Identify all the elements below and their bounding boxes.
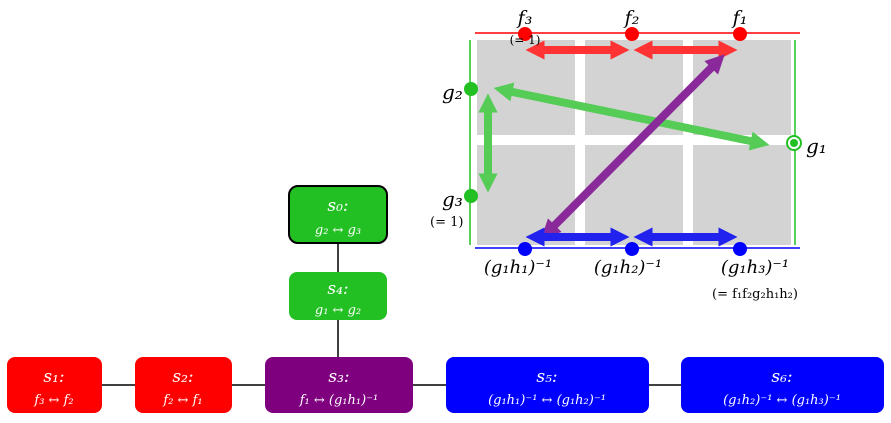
box-s2-title: s₂: (172, 367, 193, 387)
box-s0: s₀: g₂ ↔ g₃ (288, 185, 388, 244)
box-s0-title: s₀: (327, 196, 348, 216)
box-s2: s₂: f₂ ↔ f₁ (135, 357, 232, 413)
label-gh2: (g₁h₂)⁻¹ (594, 257, 662, 278)
box-s5-title: s₅: (536, 367, 557, 387)
box-s4: s₄: g₁ ↔ g₂ (289, 272, 387, 320)
label-f3: f₃ (516, 7, 533, 29)
label-gh3: (g₁h₃)⁻¹ (721, 257, 789, 278)
box-s6-rel: (g₁h₂)⁻¹ ↔ (g₁h₃)⁻¹ (723, 393, 841, 408)
node-f3 (518, 27, 532, 41)
label-f1: f₁ (731, 7, 748, 29)
box-s3-title: s₃: (328, 367, 349, 387)
node-g2 (464, 82, 478, 96)
box-s6: s₆: (g₁h₂)⁻¹ ↔ (g₁h₃)⁻¹ (681, 357, 884, 413)
label-gh3-note: (= f₁f₂g₂h₁h₂) (712, 287, 798, 302)
arrows (478, 40, 770, 247)
node-g1 (790, 139, 798, 147)
box-s4-rel: g₁ ↔ g₂ (315, 303, 361, 318)
label-f2: f₂ (623, 7, 640, 29)
label-g3-note: (= 1) (430, 215, 463, 230)
box-s1-rel: f₃ ↔ f₂ (33, 393, 73, 408)
label-gh1: (g₁h₁)⁻¹ (484, 257, 552, 278)
node-gh1 (518, 242, 532, 256)
box-s3: s₃: f₁ ↔ (g₁h₁)⁻¹ (265, 357, 413, 413)
label-g1: g₁ (806, 134, 827, 158)
nodes (464, 27, 802, 256)
node-f1 (733, 27, 747, 41)
node-gh2 (625, 242, 639, 256)
box-s0-rel: g₂ ↔ g₃ (315, 223, 361, 238)
box-s5: s₅: (g₁h₁)⁻¹ ↔ (g₁h₂)⁻¹ (446, 357, 649, 413)
arrow-f1-gh1 (541, 54, 725, 239)
label-f3-note: (= 1) (510, 33, 541, 47)
node-labels: f₃ (= 1) f₂ f₁ g₂ g₁ g₃ (= 1) (g₁h₁)⁻¹ (… (430, 7, 827, 302)
node-gh3 (733, 242, 747, 256)
tree-connectors (102, 243, 681, 386)
box-s3-rel: f₁ ↔ (g₁h₁)⁻¹ (299, 393, 379, 408)
node-g3 (464, 189, 478, 203)
node-f2 (625, 27, 639, 41)
label-g3: g₃ (442, 187, 463, 211)
box-s4-title: s₄: (327, 279, 348, 299)
label-g2: g₂ (442, 80, 463, 104)
box-s6-title: s₆: (771, 367, 792, 387)
box-s1: s₁: f₃ ↔ f₂ (7, 357, 102, 413)
box-s1-title: s₁: (43, 367, 64, 387)
box-s2-rel: f₂ ↔ f₁ (162, 393, 202, 408)
box-s5-rel: (g₁h₁)⁻¹ ↔ (g₁h₂)⁻¹ (488, 393, 606, 408)
